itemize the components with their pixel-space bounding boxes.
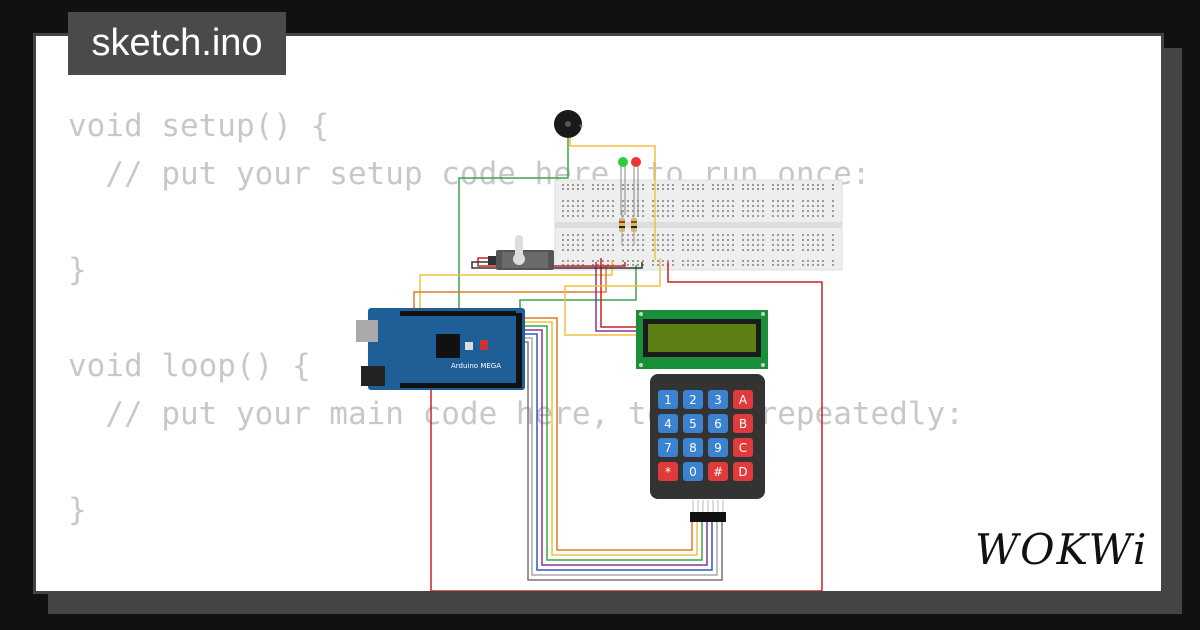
resistor-icon[interactable] <box>631 210 637 245</box>
file-tab[interactable]: sketch.ino <box>68 12 286 75</box>
code-line: void loop() { <box>68 348 311 384</box>
keypad[interactable]: 1 2 3 A 4 5 6 B 7 8 9 C * 0 # D <box>650 374 765 522</box>
keypad-key-label: * <box>665 465 671 479</box>
keypad-key[interactable]: B <box>733 414 753 433</box>
code-editor[interactable]: void setup() { // put your setup code he… <box>68 102 964 534</box>
keypad-key[interactable]: 6 <box>708 414 728 433</box>
keypad-key[interactable]: 8 <box>683 438 703 457</box>
svg-text:+: + <box>578 122 584 130</box>
wokwi-logo-text: WOKWi <box>975 525 1149 574</box>
keypad-key[interactable]: 7 <box>658 438 678 457</box>
keypad-key[interactable]: 9 <box>708 438 728 457</box>
keypad-key[interactable]: A <box>733 390 753 409</box>
keypad-key[interactable]: 3 <box>708 390 728 409</box>
keypad-key[interactable]: 5 <box>683 414 703 433</box>
circuit-diagram: + <box>356 110 843 591</box>
led-red-icon[interactable] <box>631 157 641 215</box>
keypad-key[interactable]: 0 <box>683 462 703 481</box>
buzzer-icon[interactable]: + <box>554 110 584 138</box>
servo-icon[interactable] <box>488 235 554 270</box>
keypad-key[interactable]: # <box>708 462 728 481</box>
keypad-key[interactable]: C <box>733 438 753 457</box>
keypad-key-label: # <box>713 465 723 479</box>
keypad-key[interactable]: 2 <box>683 390 703 409</box>
keypad-key[interactable]: 4 <box>658 414 678 433</box>
code-line: } <box>68 252 87 288</box>
keypad-key-label: 4 <box>664 417 672 431</box>
keypad-key-label: 5 <box>689 417 697 431</box>
lcd-display[interactable] <box>636 310 768 369</box>
keypad-key-label: 3 <box>714 393 722 407</box>
keypad-key-label: 8 <box>689 441 697 455</box>
keypad-key-label: 9 <box>714 441 722 455</box>
keypad-key[interactable]: D <box>733 462 753 481</box>
keypad-key-label: A <box>739 393 748 407</box>
keypad-key-label: 7 <box>664 441 672 455</box>
resistor-icon[interactable] <box>619 210 625 245</box>
editor-panel: void setup() { // put your setup code he… <box>33 33 1164 594</box>
code-line: void setup() { <box>68 108 330 144</box>
keypad-key-label: 2 <box>689 393 697 407</box>
keypad-key-label: 6 <box>714 417 722 431</box>
arduino-mega-board[interactable]: Arduino MEGA <box>356 308 525 390</box>
keypad-key-label: 1 <box>664 393 672 407</box>
wokwi-logo: WOKWi <box>975 520 1150 580</box>
breadboard[interactable] <box>554 179 843 271</box>
keypad-key-label: D <box>738 465 747 479</box>
board-label: Arduino MEGA <box>451 362 501 370</box>
led-green-icon[interactable] <box>618 157 628 215</box>
keypad-key-label: 0 <box>689 465 697 479</box>
keypad-key-label: B <box>739 417 747 431</box>
keypad-key-label: C <box>739 441 747 455</box>
keypad-key[interactable]: 1 <box>658 390 678 409</box>
code-line: // put your setup code here, to run once… <box>68 156 871 192</box>
code-line: } <box>68 492 87 528</box>
keypad-key[interactable]: * <box>658 462 678 481</box>
wires <box>413 135 823 591</box>
